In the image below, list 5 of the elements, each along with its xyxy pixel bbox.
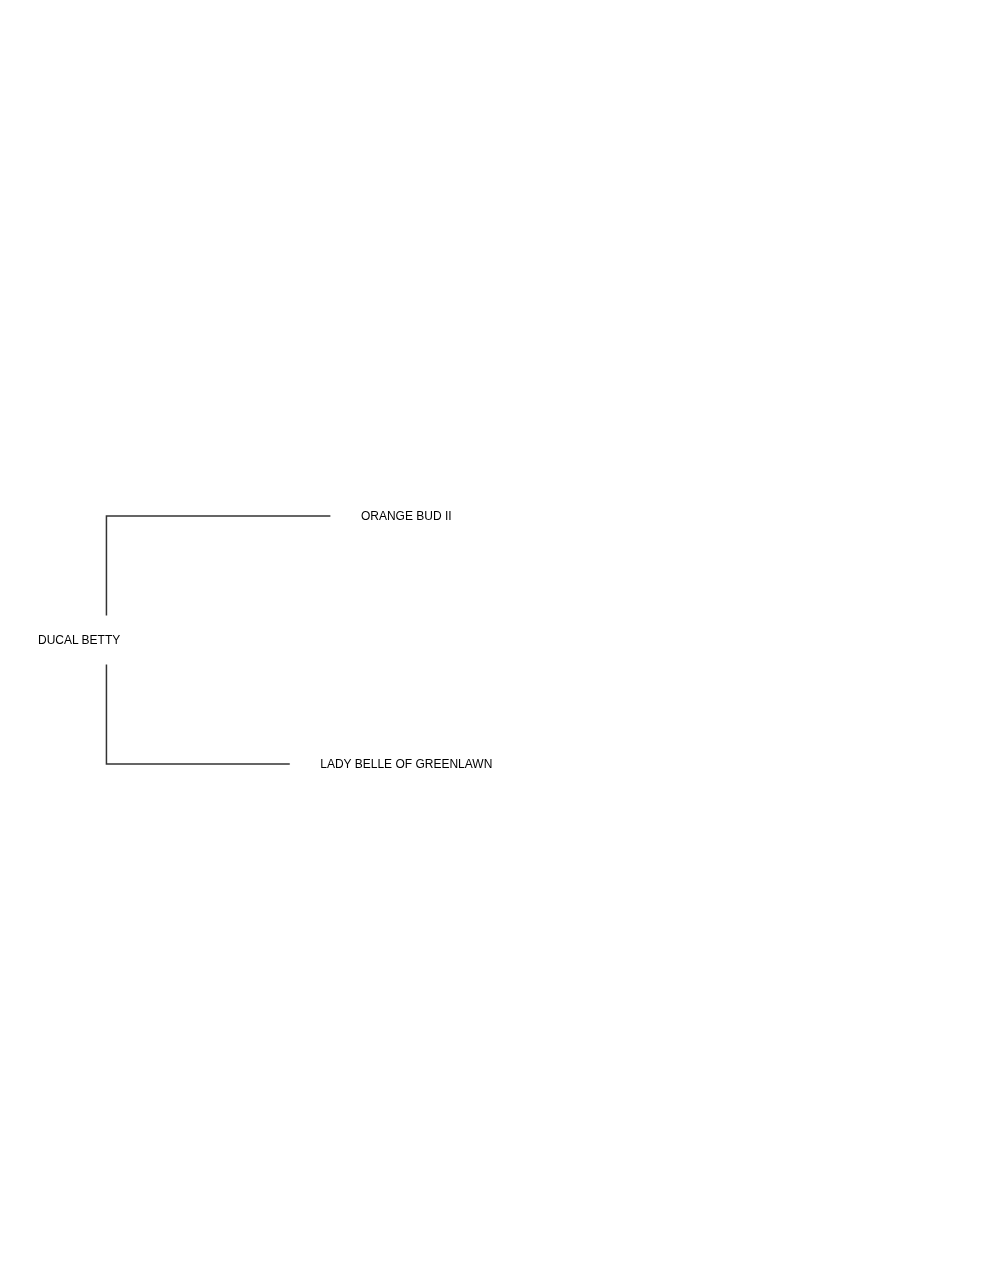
node-text: DUCAL BETTY xyxy=(38,633,121,647)
node-text: LADY BELLE OF GREENLAWN xyxy=(320,757,493,771)
node-text: ORANGE BUD II xyxy=(360,509,452,523)
connector xyxy=(105,515,332,617)
connector xyxy=(105,663,291,765)
